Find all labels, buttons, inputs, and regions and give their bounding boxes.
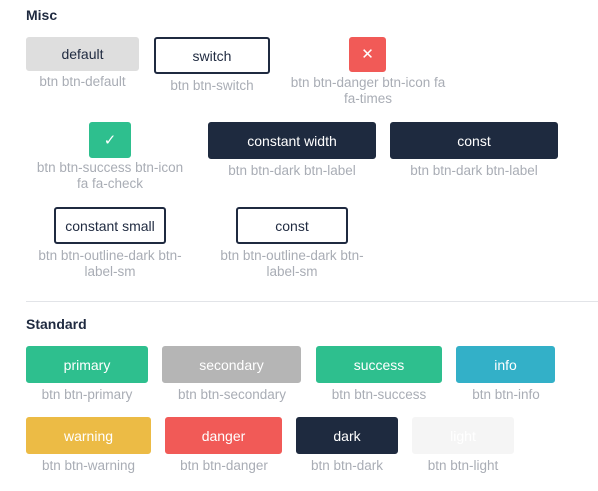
caption-line: fa-times bbox=[343, 91, 392, 106]
warning-button-caption: btn btn-warning bbox=[41, 458, 136, 473]
success-button[interactable]: success bbox=[316, 346, 442, 383]
danger-icon-button-caption: btn btn-danger btn-icon fa fa-times bbox=[280, 75, 456, 107]
caption-line: label-sm bbox=[266, 264, 318, 279]
section-divider bbox=[26, 301, 598, 302]
switch-button-caption: btn btn-switch bbox=[170, 78, 254, 93]
danger-button-caption: btn btn-danger bbox=[180, 458, 268, 473]
const-outline-button[interactable]: const bbox=[236, 207, 348, 244]
constant-width-button-caption: btn btn-dark btn-label bbox=[228, 163, 356, 178]
caption-line: btn btn-success btn-icon bbox=[36, 160, 184, 175]
primary-button[interactable]: primary bbox=[26, 346, 148, 383]
default-button[interactable]: default bbox=[26, 37, 139, 71]
warning-button[interactable]: warning bbox=[26, 417, 151, 454]
danger-icon-button[interactable]: ✕ bbox=[349, 37, 386, 72]
constant-small-button-caption: btn btn-outline-dark btn- label-sm bbox=[26, 248, 194, 280]
caption-line: label-sm bbox=[84, 264, 136, 279]
const-outline-button-caption: btn btn-outline-dark btn- label-sm bbox=[208, 248, 376, 280]
caption-line: btn btn-outline-dark btn- bbox=[38, 248, 182, 263]
success-icon-button-caption: btn btn-success btn-icon fa fa-check bbox=[24, 160, 196, 192]
success-icon-button[interactable]: ✓ bbox=[89, 122, 131, 158]
danger-button[interactable]: danger bbox=[165, 417, 282, 454]
constant-small-button[interactable]: constant small bbox=[54, 207, 166, 244]
info-button-caption: btn btn-info bbox=[472, 387, 540, 402]
times-icon: ✕ bbox=[361, 46, 374, 63]
dark-button[interactable]: dark bbox=[296, 417, 398, 454]
dark-button-caption: btn btn-dark bbox=[310, 458, 384, 473]
success-button-caption: btn btn-success bbox=[331, 387, 427, 402]
info-button[interactable]: info bbox=[456, 346, 555, 383]
default-button-caption: btn btn-default bbox=[39, 74, 126, 89]
caption-line: btn btn-outline-dark btn- bbox=[220, 248, 364, 263]
secondary-button[interactable]: secondary bbox=[162, 346, 301, 383]
caption-line: btn btn-danger btn-icon fa bbox=[290, 75, 446, 90]
caption-line: fa fa-check bbox=[76, 176, 144, 191]
light-button-caption: btn btn-light bbox=[427, 458, 499, 473]
primary-button-caption: btn btn-primary bbox=[41, 387, 133, 402]
const-dark-button[interactable]: const bbox=[390, 122, 558, 159]
switch-button[interactable]: switch bbox=[154, 37, 270, 74]
light-button[interactable]: light bbox=[412, 417, 514, 454]
standard-section-title: Standard bbox=[26, 316, 87, 332]
secondary-button-caption: btn btn-secondary bbox=[177, 387, 287, 402]
misc-section-title: Misc bbox=[26, 7, 58, 23]
constant-width-button[interactable]: constant width bbox=[208, 122, 376, 159]
check-icon: ✓ bbox=[103, 131, 117, 149]
const-dark-button-caption: btn btn-dark btn-label bbox=[410, 163, 538, 178]
